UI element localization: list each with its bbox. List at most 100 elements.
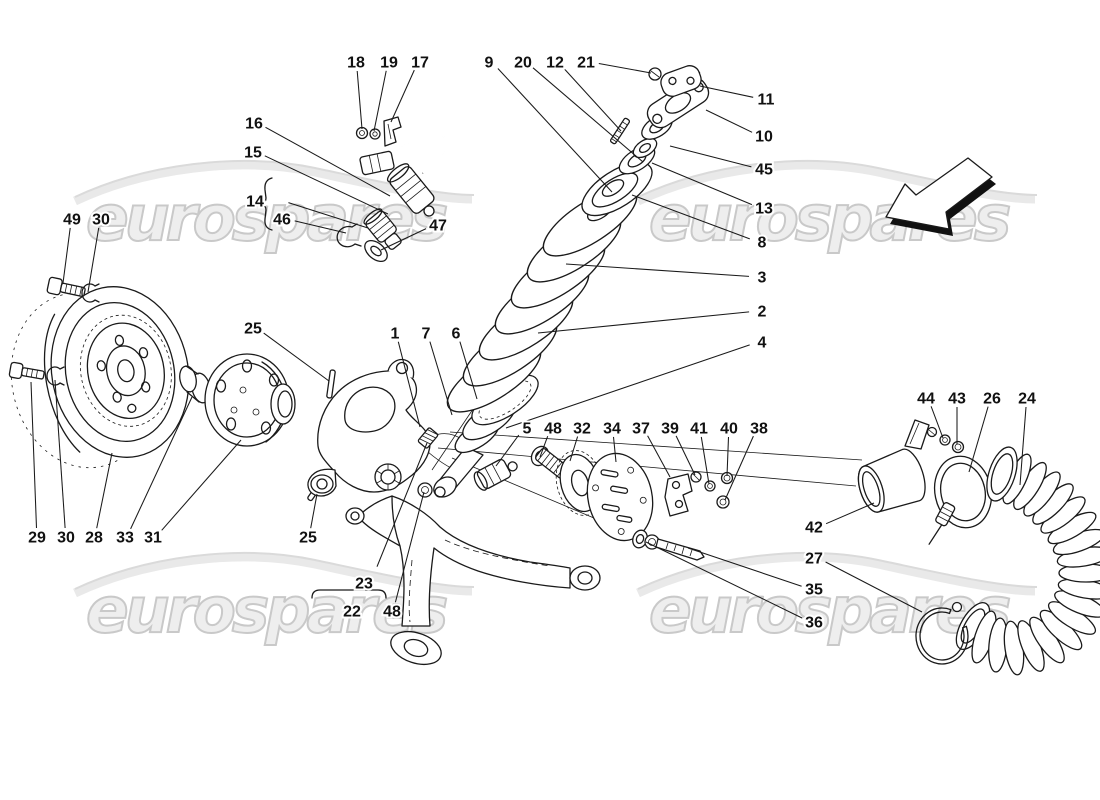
seat-upper-inner [591, 172, 639, 208]
callout-label-27: 27 [805, 551, 823, 568]
callout-label-17: 17 [411, 55, 429, 72]
bump-stop [473, 458, 518, 491]
callout-label-47: 47 [429, 218, 447, 235]
bolt-49 [46, 276, 86, 298]
bush-45b [632, 137, 658, 159]
callout-label-11: 11 [758, 92, 775, 109]
balljoint-bore [316, 478, 328, 490]
hub-stud-hole [241, 359, 253, 373]
leader-line-29 [30, 381, 38, 529]
leader-line-28 [96, 452, 113, 529]
duct-parts [857, 419, 1100, 676]
callout-label-36: 36 [805, 615, 823, 632]
hub-detail-hole [230, 406, 238, 414]
leader-line-34 [612, 436, 617, 463]
leader-line-32 [569, 436, 579, 462]
watermarks: eurospares eurospares eurospares eurospa… [73, 159, 1038, 648]
leader-line-7 [429, 341, 453, 416]
bracket-37-hole [671, 480, 681, 490]
leader-line-41 [700, 436, 710, 485]
seal-washer-47 [364, 239, 388, 263]
bracket-22 [311, 589, 387, 599]
duct-axis-line-lower [437, 447, 857, 487]
arm-rear-bushing-eye [569, 565, 601, 591]
callout-label-43: 43 [948, 391, 966, 408]
leader-line-8 [631, 194, 750, 240]
bracket-37-hole [674, 499, 684, 509]
leader-line-39 [675, 435, 696, 476]
leader-line-47 [380, 228, 427, 251]
callout-label-7: 7 [422, 326, 431, 343]
hub-detail-hole [252, 408, 260, 416]
wheel-hub [204, 353, 296, 447]
connector-16 [359, 150, 395, 176]
leader-line-1 [397, 341, 421, 428]
callout-label-13: 13 [755, 201, 773, 218]
leader-line-25 [263, 332, 330, 382]
callout-label-25: 25 [299, 530, 317, 547]
arm-body [391, 495, 571, 627]
adjuster-washer [417, 482, 433, 498]
circlip-27 [915, 601, 969, 665]
callout-label-9: 9 [485, 55, 494, 72]
sleeve-42 [857, 448, 926, 513]
nut-43 [951, 440, 965, 454]
shock-absorber [433, 65, 710, 498]
leader-line-9 [497, 68, 613, 193]
leader-line-21 [598, 62, 652, 74]
arm-bottom-bushing [390, 630, 442, 666]
callout-label-25: 25 [244, 321, 262, 338]
knuckle-top-lug [387, 358, 415, 379]
arm-front-eye [345, 507, 365, 525]
callout-label-5: 5 [523, 421, 532, 438]
dowel-pin-upper [326, 369, 336, 399]
callout-label-24: 24 [1018, 391, 1036, 408]
arm-front-eye-bore [350, 511, 360, 521]
arm-rear-bushing-bore [577, 571, 593, 585]
leader-line-33 [130, 396, 193, 530]
leader-line-38 [724, 435, 754, 501]
callout-label-18: 18 [347, 55, 365, 72]
leader-line-17 [390, 69, 415, 123]
disc-back-edge [43, 313, 81, 453]
sensor-body-15 [386, 163, 435, 217]
leader-line-27 [825, 561, 923, 613]
damper-eye [434, 486, 446, 498]
leader-line-30 [54, 379, 66, 529]
leader-line-23 [376, 442, 428, 567]
arm-front-branch [361, 495, 401, 547]
knuckle-window [344, 386, 396, 433]
callout-label-10: 10 [755, 129, 773, 146]
leader-line-40 [726, 436, 730, 477]
leader-line-6 [459, 341, 478, 400]
callout-label-2: 2 [758, 304, 767, 321]
sensor-cable [390, 131, 448, 174]
leader-line-11 [699, 85, 754, 98]
leader-line-20 [532, 67, 644, 163]
bolt-29 [8, 361, 45, 380]
watermark-bottom-right: eurospares [636, 551, 1038, 648]
corrugated-hose-24 [955, 446, 1100, 676]
washer-19 [369, 128, 381, 140]
hub-stud-hole [268, 373, 280, 387]
callout-label-32: 32 [573, 421, 591, 438]
leader-line-45 [669, 145, 752, 168]
callout-label-35: 35 [805, 582, 823, 599]
bush-14 [363, 208, 402, 250]
callout-label-40: 40 [720, 421, 738, 438]
callout-label-31: 31 [144, 530, 162, 547]
callout-label-33: 33 [116, 530, 134, 547]
leader-line-2 [537, 311, 750, 334]
driveline-parts [530, 445, 734, 561]
leader-line-36 [645, 541, 803, 619]
callout-label-48: 48 [383, 604, 401, 621]
leader-line-5 [495, 434, 520, 467]
callout-label-26: 26 [983, 391, 1001, 408]
washer-41-bore [707, 483, 713, 489]
disc-bolt-hole [140, 381, 151, 393]
leader-line-24 [1019, 406, 1027, 486]
swoosh-curve [636, 160, 1036, 206]
leader-line-3 [565, 263, 750, 277]
clamp-bracket-detail [909, 422, 920, 445]
